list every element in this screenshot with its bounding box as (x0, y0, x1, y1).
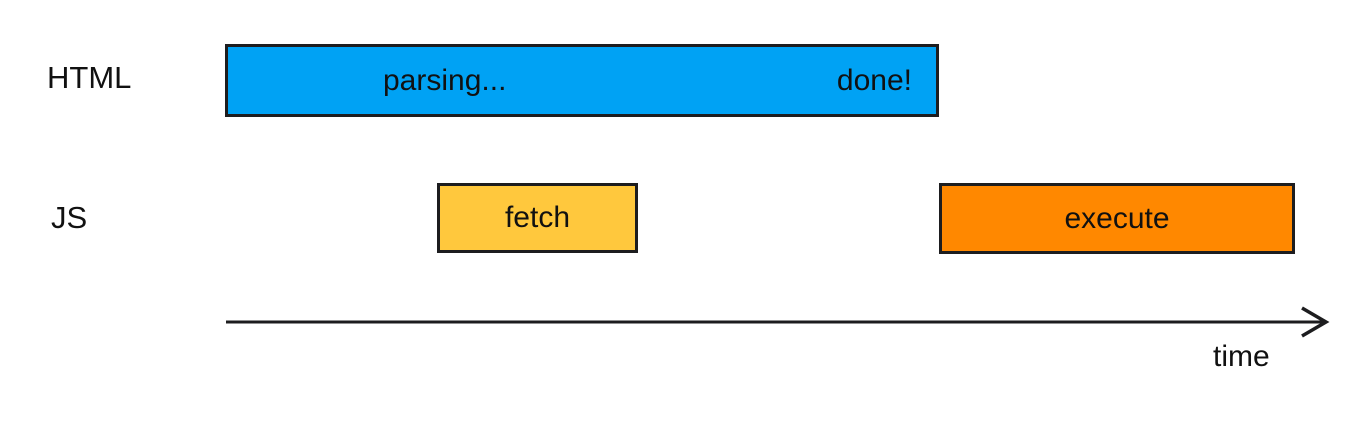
execute-label: execute (1064, 201, 1170, 235)
fetch-label: fetch (504, 201, 571, 234)
done-label: done! (836, 63, 912, 97)
row-label-html: HTML (47, 60, 132, 95)
js-execute-bar: execute (939, 183, 1295, 254)
time-axis-label: time (1213, 340, 1270, 373)
arrowhead-icon (1301, 306, 1330, 338)
row-label-js: JS (51, 200, 88, 235)
parsing-label: parsing... (383, 63, 507, 97)
js-fetch-bar: fetch (437, 183, 638, 253)
html-parsing-bar: parsing... done! (225, 44, 939, 117)
